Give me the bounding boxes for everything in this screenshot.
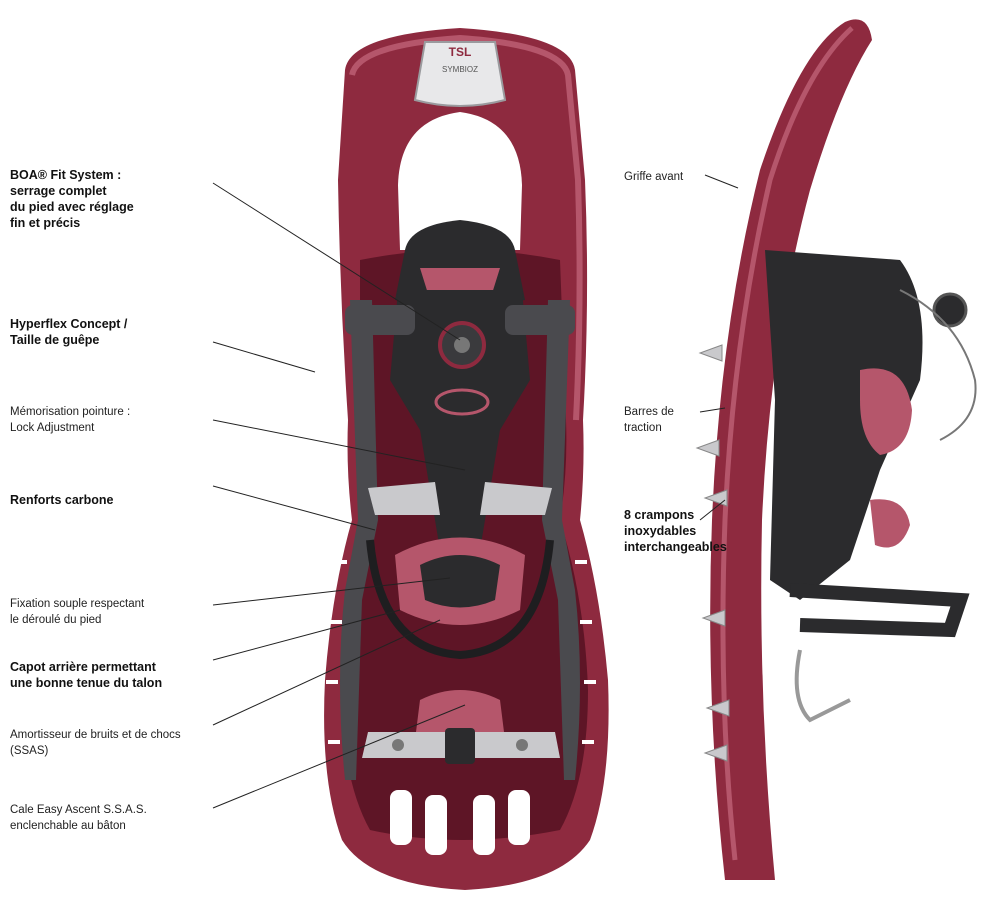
frame-tooth (318, 400, 330, 404)
snowshoe-side-view (695, 19, 977, 881)
leader-line (212, 419, 466, 471)
side-crampons (695, 344, 730, 762)
crampon-plate-right (480, 482, 552, 515)
rivet (392, 739, 404, 751)
crampon-tooth (703, 744, 728, 762)
leader-line (212, 485, 376, 531)
leader-lines (212, 174, 739, 809)
logo-plate (413, 41, 507, 107)
frame-tooth (330, 620, 342, 624)
heel-lift (415, 690, 505, 740)
label-boa: BOA® Fit System : serrage complet du pie… (10, 168, 134, 230)
frame-tooth (592, 400, 604, 404)
label-griffe: Griffe avant (624, 171, 684, 183)
frame-tooth (328, 500, 340, 504)
frame-tooth (575, 560, 587, 564)
side-heel-wire (794, 649, 851, 723)
frame-tooth (335, 560, 347, 564)
label-barres: Barres de traction (624, 406, 674, 434)
frame-tooth (326, 680, 338, 684)
rivet (516, 739, 528, 751)
carbon-panel-right (542, 300, 580, 780)
side-cable (899, 289, 977, 441)
heel-strap (366, 539, 554, 660)
logo-model: SYMBIOZ (442, 65, 478, 74)
leader-line (212, 619, 441, 726)
label-memo: Mémorisation pointure : Lock Adjustment (10, 406, 131, 434)
frame-tooth (318, 270, 330, 274)
binding-plate (390, 290, 530, 610)
crampon-tooth (705, 699, 730, 717)
leader-line (699, 499, 726, 521)
leader-line (212, 341, 316, 373)
rear-crampon-center (445, 728, 475, 764)
frame-tooth (328, 740, 340, 744)
frame-tooth (316, 310, 328, 314)
leader-line (212, 182, 461, 341)
frame-tooth (588, 450, 600, 454)
rear-slot (508, 790, 530, 845)
frame-tooth (594, 310, 606, 314)
frame-tooth (582, 500, 594, 504)
side-frame (710, 19, 872, 881)
side-boa-dial (932, 292, 968, 328)
rear-slot (390, 790, 412, 845)
side-binding-red2 (870, 499, 910, 548)
crampon-tooth (701, 609, 726, 627)
frame-tooth (595, 350, 607, 354)
label-amortisseur: Amortisseur de bruits et de chocs (SSAS) (10, 729, 181, 757)
label-cale: Cale Easy Ascent S.S.A.S. enclenchable a… (10, 804, 147, 832)
side-binding-plate (765, 250, 923, 600)
leader-line (212, 577, 451, 606)
frame-teeth (315, 230, 607, 744)
carbon-panel-left (340, 300, 378, 780)
crampon-plate-left (368, 482, 440, 515)
frame-tooth (320, 230, 332, 234)
leader-line (212, 609, 401, 661)
frame-tooth (592, 270, 604, 274)
crampon-tooth (703, 489, 728, 507)
logo-brand: TSL (449, 45, 472, 59)
rear-slot (425, 795, 447, 855)
label-capot: Capot arrière permettant une bonne tenue… (10, 660, 163, 690)
label-hyperflex: Hyperflex Concept / Taille de guêpe (10, 317, 128, 347)
rear-slot (473, 795, 495, 855)
heel-cup-inner (420, 555, 500, 608)
label-carbone: Renforts carbone (10, 493, 114, 507)
label-crampons: 8 crampons inoxydables interchangeables (624, 508, 727, 554)
binding-wing (505, 305, 575, 335)
binding-badge (434, 388, 490, 416)
frame-tooth (590, 230, 602, 234)
side-binding-red (860, 368, 912, 455)
binding-wing (345, 305, 415, 335)
snowshoe-top-view: TSL SYMBIOZ (315, 28, 609, 890)
leader-line (699, 407, 726, 413)
boa-dial-center (454, 337, 470, 353)
frame-tooth (582, 740, 594, 744)
label-fixation: Fixation souple respectant le déroulé du… (10, 598, 145, 626)
frame-opening (398, 112, 522, 250)
crampon-tooth (695, 439, 720, 457)
frame-tooth (580, 620, 592, 624)
crampon-tooth (698, 344, 723, 362)
frame-rim (349, 34, 583, 421)
leader-line (212, 704, 466, 809)
side-heel-strap (789, 583, 970, 638)
frame-tooth (584, 680, 596, 684)
leader-line (704, 174, 739, 189)
frame-tooth (322, 450, 334, 454)
frame-tooth (315, 350, 327, 354)
